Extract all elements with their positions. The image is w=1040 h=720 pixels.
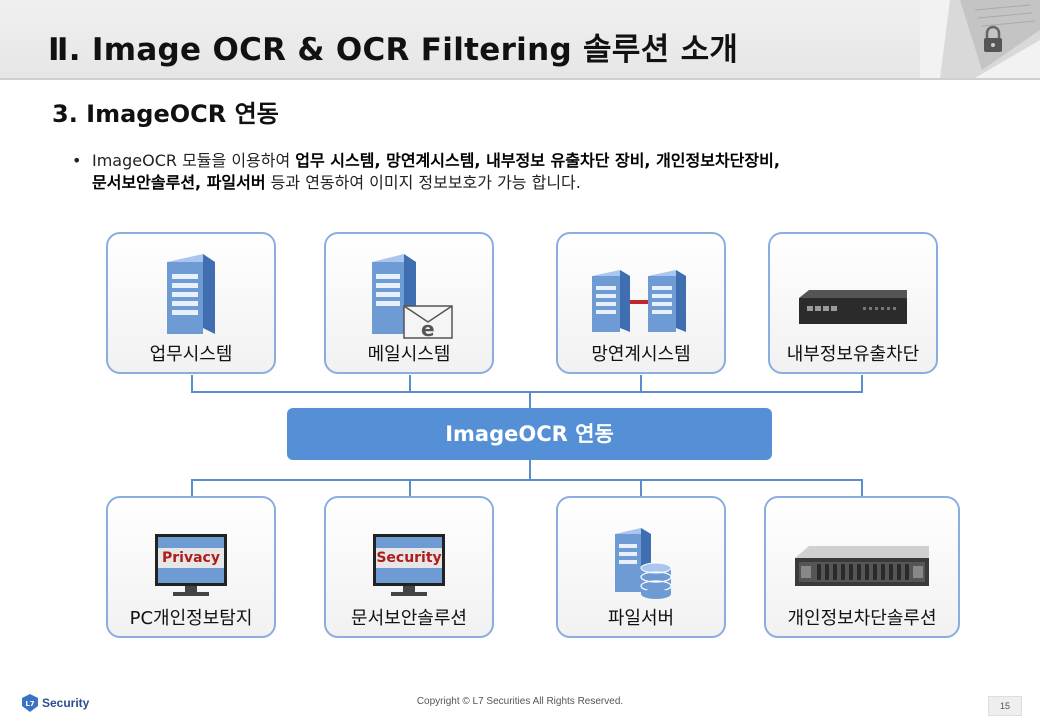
connector-line: [409, 479, 411, 496]
page-number: 15: [988, 696, 1022, 716]
mail-server-icon: e: [372, 254, 453, 340]
box-label: 메일시스템: [367, 344, 451, 365]
connector-line: [529, 460, 531, 480]
description: • ImageOCR 모듈을 이용하여 업무 시스템, 망연계시스템, 내부정보…: [72, 150, 992, 194]
description-bold-2: 문서보안솔루션, 파일서버: [92, 173, 266, 192]
box-privacy-block-solution: 개인정보차단솔루션: [764, 496, 960, 638]
box-label: 망연계시스템: [591, 344, 691, 365]
box-label: 업무시스템: [149, 344, 233, 365]
rack-server-icon: [795, 546, 929, 586]
page-title: Ⅱ. Image OCR & OCR Filtering 솔루션 소개: [48, 32, 739, 68]
connector-line: [191, 375, 193, 393]
footer-logo-text: Security: [42, 696, 90, 710]
footer-logo: L7 Security: [20, 693, 89, 713]
shield-logo-icon: L7: [22, 694, 38, 712]
svg-text:L7: L7: [25, 700, 34, 708]
network-appliance-icon: [799, 290, 907, 324]
connector-line: [861, 479, 863, 496]
box-label: 내부정보유출차단: [786, 344, 920, 365]
box-pc-privacy-detection: Privacy PC개인정보탐지: [106, 496, 276, 638]
box-business-system: 업무시스템: [106, 232, 276, 374]
description-bold-1: 업무 시스템, 망연계시스템, 내부정보 유출차단 장비, 개인정보차단장비,: [295, 151, 780, 170]
box-file-server: 파일서버: [556, 496, 726, 638]
laptop-lock-image: [920, 0, 1040, 78]
server-icon: [167, 254, 215, 334]
connector-line: [191, 391, 863, 393]
box-network-link-system: 망연계시스템: [556, 232, 726, 374]
screen-text: Security: [376, 550, 442, 566]
description-text-2: 등과 연동하여 이미지 정보보호가 가능 합니다.: [265, 173, 581, 192]
copyright: Copyright © L7 Securities All Rights Res…: [416, 696, 624, 707]
linked-servers-icon: [592, 270, 686, 332]
section-title: 3. ImageOCR 연동: [52, 100, 279, 128]
connector-line: [409, 375, 411, 393]
svg-text:e: e: [421, 317, 435, 340]
bullet-dot: •: [72, 151, 82, 170]
box-label: PC개인정보탐지: [129, 608, 253, 629]
box-label: 파일서버: [607, 608, 675, 629]
screen-text: Privacy: [162, 550, 220, 566]
monitor-icon: [155, 534, 227, 596]
connector-line: [191, 479, 863, 481]
connector-line: [640, 479, 642, 496]
box-mail-system: e 메일시스템: [324, 232, 494, 374]
title-bar: Ⅱ. Image OCR & OCR Filtering 솔루션 소개: [0, 0, 1040, 80]
file-server-icon: [615, 528, 672, 599]
connector-line: [191, 479, 193, 496]
box-document-security: Security 문서보안솔루션: [324, 496, 494, 638]
box-label: 개인정보차단솔루션: [787, 608, 937, 629]
description-text: ImageOCR 모듈을 이용하여: [92, 151, 296, 170]
connector-line: [529, 391, 531, 408]
connector-line: [640, 375, 642, 393]
box-leak-prevention: 내부정보유출차단: [768, 232, 938, 374]
monitor-icon: [373, 534, 445, 596]
imageocr-hub: ImageOCR 연동: [287, 408, 772, 460]
box-label: 문서보안솔루션: [351, 608, 467, 629]
connector-line: [861, 375, 863, 393]
